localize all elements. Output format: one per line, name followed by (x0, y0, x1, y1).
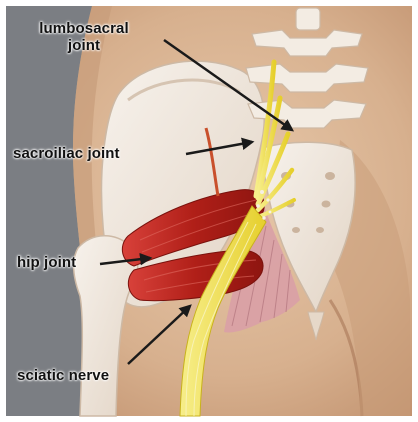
lumbosacral-label-line1: lumbosacral (14, 20, 154, 37)
lumbosacral-label-line2: joint (14, 37, 154, 54)
sacroiliac-joint-label: sacroiliac joint (13, 145, 120, 162)
hip-joint-label: hip joint (17, 254, 76, 271)
lumbosacral-joint-label: lumbosacral joint (14, 20, 154, 54)
sciatic-nerve-label: sciatic nerve (17, 367, 109, 384)
